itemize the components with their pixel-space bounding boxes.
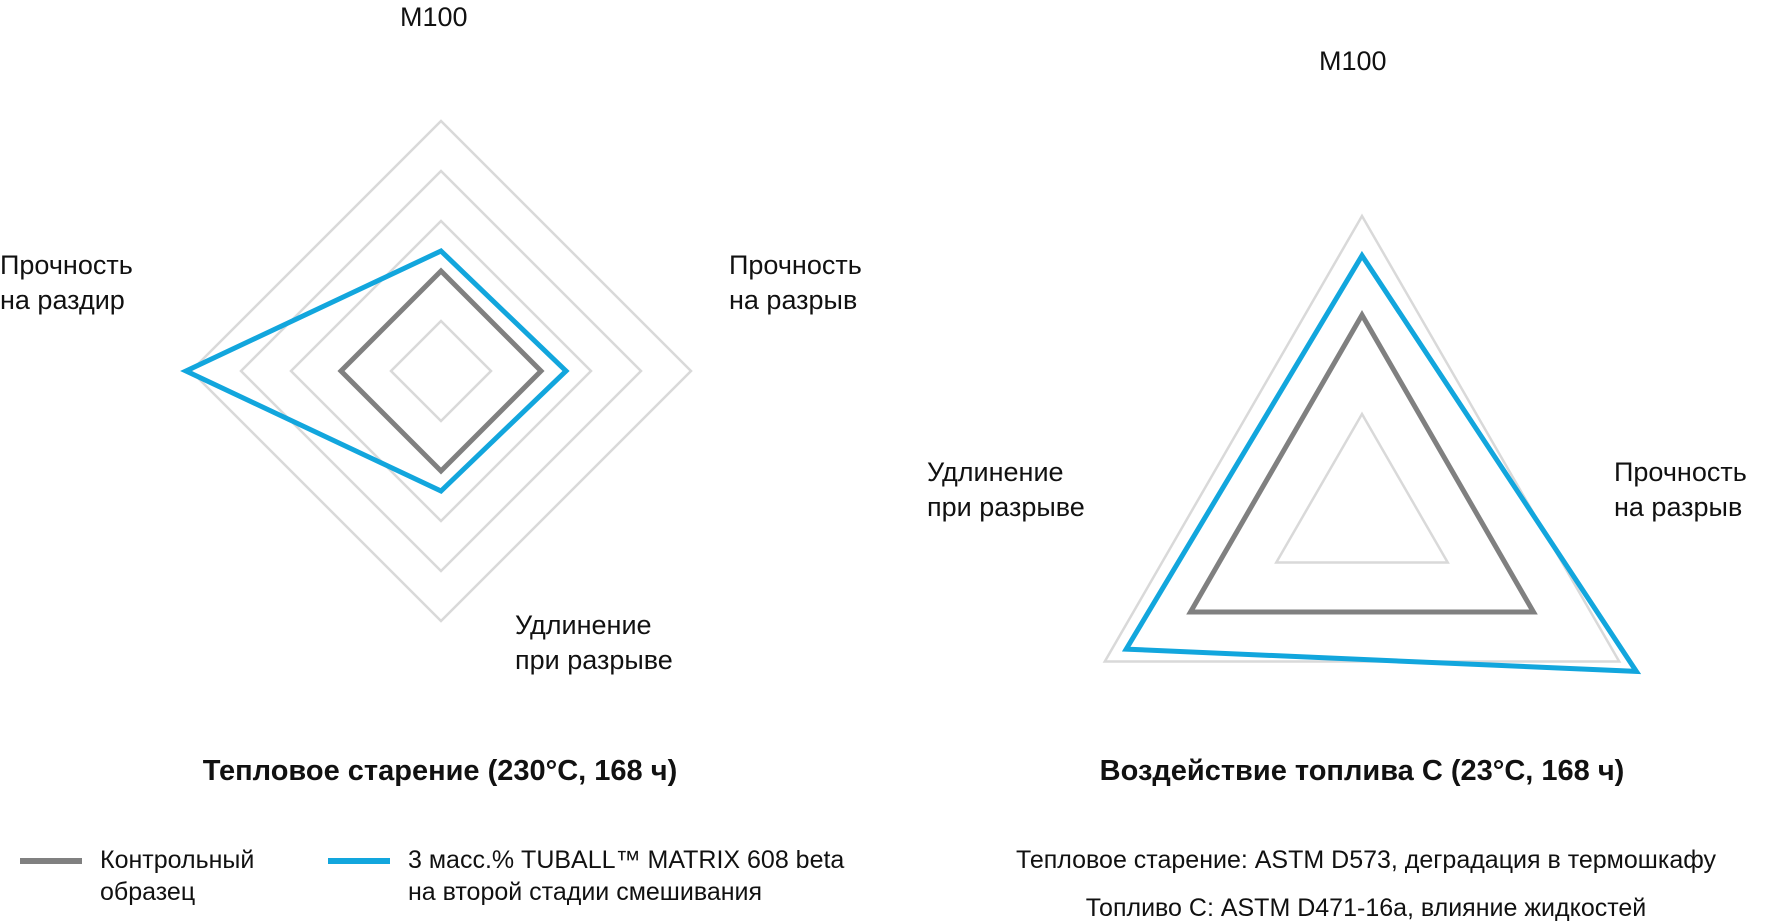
legend-label: на второй стадии смешивания xyxy=(408,878,763,906)
grid-ring xyxy=(289,219,593,523)
series-line-tuball xyxy=(180,248,570,494)
method-note-heat: Тепловое старение: ASTM D573, деградация… xyxy=(1015,846,1717,874)
series-line-control xyxy=(337,267,545,475)
axis-label-tensile: Прочность на разрыв xyxy=(1614,457,1747,522)
legend-label: образец xyxy=(100,878,196,906)
radar-chart-heat-aging xyxy=(180,119,693,623)
method-note-fuel: Топливо С: ASTM D471-16a, влияние жидкос… xyxy=(1085,894,1647,922)
legend-item-control: Контрольный образец xyxy=(20,844,254,908)
axis-label-m100: M100 xyxy=(400,2,468,32)
axis-label-m100: M100 xyxy=(1319,46,1387,76)
series-line-tuball xyxy=(1121,250,1642,675)
grid-ring xyxy=(1274,411,1450,564)
legend-swatch-control xyxy=(20,858,82,864)
axis-label-tensile: Прочность на разрыв xyxy=(729,250,862,315)
legend-label: Контрольный xyxy=(100,846,255,874)
radar-chart-fuel-c xyxy=(1102,213,1642,675)
axis-label-tear: Прочность на раздир xyxy=(0,250,133,315)
grid-ring xyxy=(339,269,543,473)
legend-label: 3 масс.% TUBALL™ MATRIX 608 beta xyxy=(408,846,845,874)
grid-ring xyxy=(389,319,493,423)
grid-ring xyxy=(189,119,693,623)
grid-ring xyxy=(239,169,643,573)
grid-ring xyxy=(1188,312,1536,614)
axis-label-elongation: Удлинение при разрыве xyxy=(927,457,1085,522)
series-line-control xyxy=(1186,309,1538,615)
legend-item-tuball: 3 масс.% TUBALL™ MATRIX 608 beta на втор… xyxy=(328,844,844,908)
chart-title-heat-aging: Тепловое старение (230°C, 168 ч) xyxy=(202,755,678,787)
grid-ring xyxy=(1102,213,1622,663)
axis-label-elongation: Удлинение при разрыве xyxy=(515,610,673,675)
legend-swatch-tuball xyxy=(328,858,390,864)
chart-title-fuel-c: Воздействие топлива С (23°C, 168 ч) xyxy=(1099,755,1625,787)
